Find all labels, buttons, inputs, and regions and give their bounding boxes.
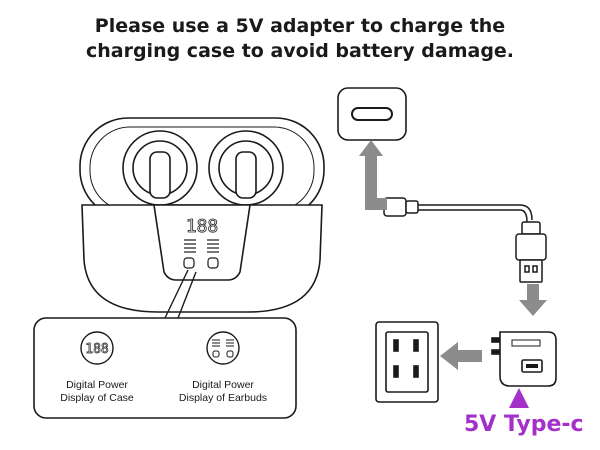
earbuds-display-icon [206, 331, 240, 365]
case-display-label: Digital Power Display of Case [60, 379, 134, 404]
usb-cable-illustration [383, 197, 547, 283]
charging-flow-arrows [359, 140, 547, 370]
battery-bars-icon [184, 239, 219, 253]
usb-c-port-icon [337, 87, 407, 141]
up-arrow-icon [509, 388, 529, 408]
case-display-digits: 188 [186, 216, 219, 237]
svg-text:188: 188 [85, 342, 108, 357]
case-display-icon: 188 [80, 331, 114, 365]
heading-line-1: Please use a 5V adapter to charge the [94, 15, 506, 37]
adapter-type-label: 5V Type-c [464, 412, 584, 437]
wall-outlet-icon [375, 321, 439, 403]
page-heading: Please use a 5V adapter to charge the ch… [0, 14, 600, 64]
heading-line-2: charging case to avoid battery damage. [85, 40, 515, 62]
power-adapter-icon [491, 331, 557, 387]
charging-case-illustration [79, 117, 325, 313]
earbuds-display-label: Digital Power Display of Earbuds [178, 379, 268, 404]
callout-pointer [164, 269, 197, 319]
left-right-indicator-icon [183, 257, 219, 269]
